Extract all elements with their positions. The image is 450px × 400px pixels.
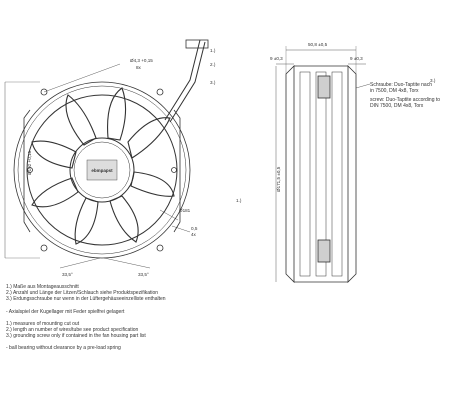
dim-angle-left: 33,5°: [62, 272, 73, 277]
flange-left: [23, 109, 31, 233]
mounting-hole: [40, 244, 48, 252]
note-de-3: 3.) Erdungsschraube nur wenn in der Lüft…: [6, 296, 166, 303]
screw-note-de-1: Schraube: Duo-Taptite nach: [370, 82, 432, 88]
note-de-2: 2.) Anzahl und Länge der Litzen/Schlauch…: [6, 290, 159, 297]
mounting-hole: [40, 88, 48, 96]
dim-angle-right: 33,5°: [138, 272, 149, 277]
note-en-3: 3.) grounding screw only if contained in…: [6, 333, 146, 340]
venturi-circle: [26, 94, 178, 246]
side-label-bottom: [317, 239, 331, 263]
leader-diag: [159, 209, 179, 221]
dim-hole-label: Ø4,3 +0,15: [130, 58, 153, 63]
leader-hole: [43, 63, 121, 93]
note-de-1: 1.) Maße aus Montageausschnitt: [6, 284, 79, 290]
fan-blade: [65, 94, 97, 146]
cable: [169, 41, 206, 123]
dim-hole-count: 8x: [136, 65, 142, 70]
housing-outer-circle: [13, 81, 191, 259]
fan-blade: [74, 197, 99, 245]
side-rib: [331, 71, 343, 277]
callout-2: 2.): [210, 62, 216, 67]
brand-label: ebmpapst: [91, 168, 113, 173]
side-rib: [315, 71, 327, 277]
mounting-hole: [171, 167, 177, 173]
fan-blades: [31, 87, 175, 245]
dim-left-flange: 9 ±0,3: [270, 56, 283, 61]
flange-right: [173, 109, 181, 233]
front-view: [4, 39, 209, 269]
note-de-4: - Axialspiel der Kugellager mit Feder sp…: [6, 308, 125, 315]
dim-total-width: 50,8 ±0,5: [308, 42, 328, 47]
dim-small-label: 0,5: [191, 226, 198, 231]
mounting-hole: [156, 244, 164, 252]
screw-note-de-2: in 7500, DM 4x8, Torx: [370, 88, 419, 94]
housing-inner-circle: [17, 85, 187, 255]
fan-blade: [31, 140, 77, 169]
callout-1: 1.): [210, 48, 216, 53]
cable: [164, 39, 201, 121]
mounting-hole: [156, 88, 164, 96]
note-en-1: 1.) measures of mounting cut out: [6, 320, 80, 327]
dim-diag-label: Ø181: [179, 208, 191, 213]
drawing-notes: 1.) Maße aus Montageausschnitt 2.) Anzah…: [6, 284, 306, 352]
side-rib: [299, 71, 311, 277]
side-connector-top: [317, 75, 331, 99]
callout-1b: 1.): [236, 198, 242, 203]
callout-3: 3.): [210, 80, 216, 85]
angle-line-right: [103, 257, 151, 269]
dim-outer-diameter: Ø192 +0,15: [27, 150, 32, 175]
fan-blade: [127, 117, 171, 159]
side-flange-left: [285, 65, 295, 283]
dim-small-count: 4x: [191, 232, 197, 237]
dim-side-height: Ø171,5 ±0,5: [276, 166, 281, 192]
fan-blade: [107, 87, 127, 141]
mounting-hole: [27, 167, 33, 173]
dim-right-flange: 9 ±0,3: [350, 56, 363, 61]
side-view: [275, 46, 371, 283]
note-en-4: - ball bearing without clearance by a pr…: [6, 345, 121, 352]
cable-connector: [185, 39, 209, 49]
fan-blade: [109, 195, 139, 243]
hub-circle: [69, 137, 135, 203]
leader-small: [171, 225, 191, 233]
hub-inner-circle: [73, 141, 131, 199]
side-flange-right: [347, 65, 357, 283]
callout-screw: 3.): [430, 78, 436, 83]
leader-screw: [355, 83, 371, 89]
angle-line-left: [59, 257, 101, 269]
screw-note-en-2: DIN 7500, DM 4x8, Torx: [370, 103, 424, 109]
brand-plate: [86, 159, 118, 181]
screw-note-en-1: screw: Duo-Taptite according to: [370, 97, 440, 103]
note-en-2: 2.) length an number of wires/tube see p…: [6, 327, 139, 334]
fan-blade: [31, 177, 79, 208]
fan-blade: [130, 171, 175, 197]
